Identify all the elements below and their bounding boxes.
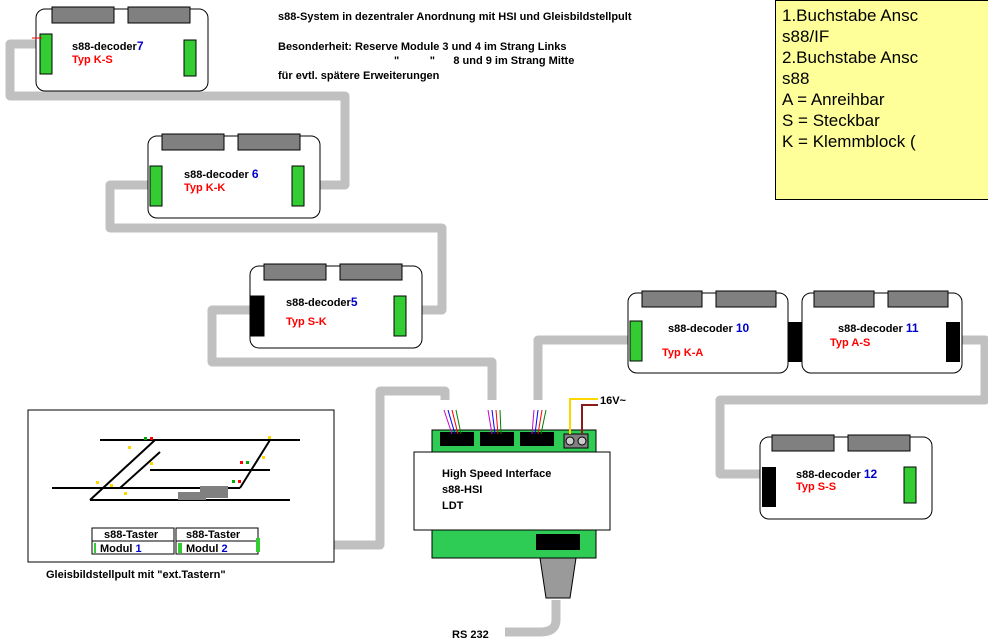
cable-5-hsi: [207, 305, 497, 400]
decoder-12-num: 12: [864, 467, 878, 481]
decoder-5-num: 5: [351, 295, 358, 309]
decoder-7-typ: Typ K-S: [72, 54, 113, 66]
hsi-board: High Speed Interface s88-HSI LDT: [413, 429, 611, 599]
wire-bundles: [32, 37, 547, 435]
legend-line-3: 2.Buchstabe Ansc: [782, 48, 919, 67]
header-line2: Besonderheit: Reserve Module 3 und 4 im …: [278, 41, 567, 53]
module-1-title: s88-Taster: [104, 529, 159, 541]
decoder-11-typ: Typ A-S: [830, 337, 870, 349]
power-wire-yellow: [569, 398, 598, 434]
header-line4: für evtl. spätere Erweiterungen: [278, 70, 440, 82]
decoder-5-typ: Typ S-K: [286, 316, 327, 328]
hsi-power-label: 16V~: [600, 395, 627, 407]
legend-line-7: K = Klemmblock (: [782, 132, 916, 151]
hsi-port-label: RS 232: [452, 629, 489, 641]
decoder-7-label: s88-decoder7: [72, 39, 144, 53]
hsi-line1: High Speed Interface: [442, 468, 551, 480]
cable-7-6: [5, 39, 350, 190]
legend-line-2: s88/IF: [782, 27, 830, 46]
legend-line-6: S = Steckbar: [782, 111, 880, 130]
decoder-10: s88-decoder 10 Typ K-A: [627, 290, 802, 374]
cable-hsi-10: [533, 335, 628, 400]
hsi-line2: s88-HSI: [442, 484, 482, 496]
cable-6-5: [105, 180, 447, 315]
cable-rs232: [505, 600, 561, 637]
decoder-12: s88-decoder 12 Typ S-S: [759, 434, 933, 520]
decoder-12-typ: Typ S-S: [796, 481, 836, 493]
legend-line-5: A = Anreihbar: [782, 90, 885, 109]
module-1-label: Modul 1: [100, 543, 142, 555]
decoder-5-label: s88-decoder5: [286, 295, 358, 309]
decoder-11-label: s88-decoder 11: [838, 321, 919, 335]
wires-hsi-c: [531, 409, 547, 435]
header-line3: " " 8 und 9 im Strang Mitte: [394, 55, 574, 67]
decoder-7: s88-decoder7 Typ K-S: [35, 6, 209, 92]
module-2-label: Modul 2: [186, 543, 228, 555]
power-wire-brown: [581, 404, 598, 434]
module-2-title: s88-Taster: [186, 529, 241, 541]
panel-caption: Gleisbildstellpult mit "ext.Tastern": [46, 569, 226, 581]
decoder-10-label: s88-decoder 10: [668, 321, 750, 335]
hsi-line3: LDT: [442, 500, 464, 512]
decoder-11: s88-decoder 11 Typ A-S: [801, 290, 963, 374]
decoder-7-num: 7: [137, 39, 144, 53]
wires-hsi-a: [443, 409, 462, 435]
wires-hsi-b: [487, 409, 502, 435]
legend-line-1: 1.Buchstabe Ansc: [782, 6, 919, 25]
decoder-6-label: s88-decoder 6: [184, 167, 259, 181]
track-panel: s88-Taster Modul 1 s88-Taster Modul 2: [27, 409, 335, 563]
decoder-6-num: 6: [252, 167, 259, 181]
legend-note: 1.Buchstabe Ansc s88/IF 2.Buchstabe Ansc…: [775, 0, 988, 200]
decoder-12-label: s88-decoder 12: [796, 467, 878, 481]
cable-11-12: [715, 335, 988, 479]
decoder-10-typ: Typ K-A: [662, 347, 703, 359]
decoder-11-num: 11: [906, 321, 919, 335]
decoder-10-num: 10: [736, 321, 750, 335]
decoder-6: s88-decoder 6 Typ K-K: [147, 133, 321, 219]
legend-line-4: s88: [782, 69, 810, 88]
header-line1: s88-System in dezentraler Anordnung mit …: [278, 11, 632, 23]
decoder-6-typ: Typ K-K: [184, 182, 225, 194]
decoder-5: s88-decoder5 Typ S-K: [249, 263, 423, 349]
